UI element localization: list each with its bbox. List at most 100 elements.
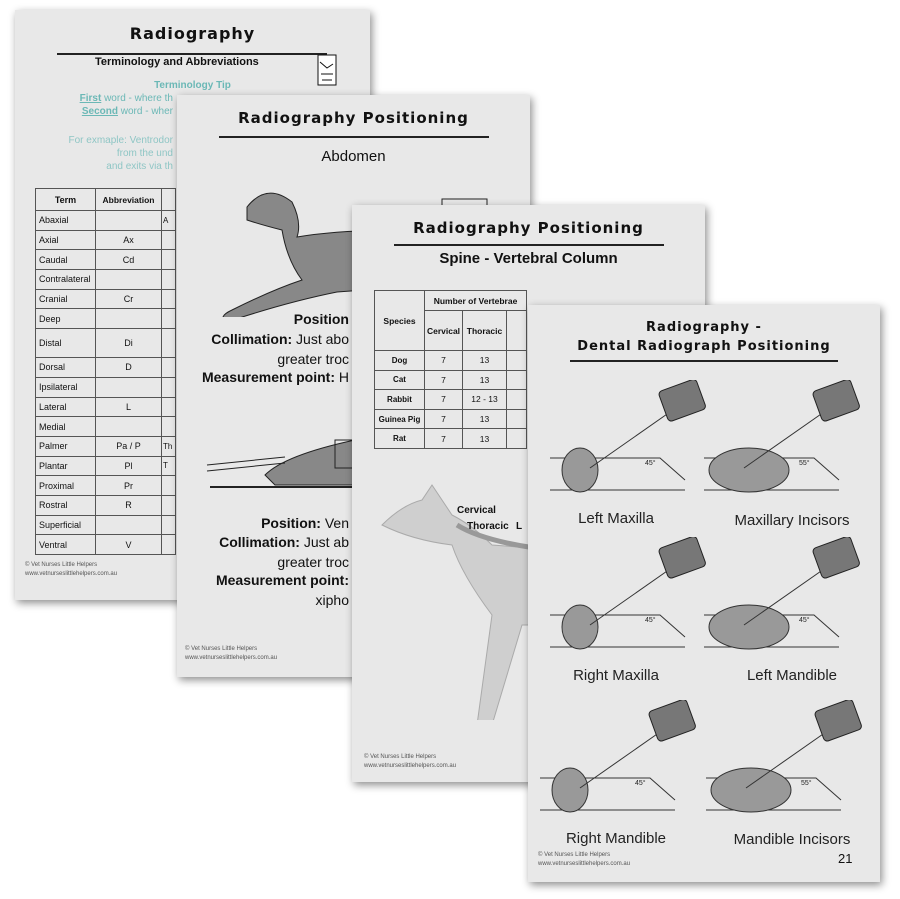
lumbar-label: L bbox=[516, 521, 523, 532]
table-cell: 13 bbox=[462, 408, 507, 430]
table-cell: Di bbox=[95, 328, 162, 359]
table-cell bbox=[161, 396, 176, 418]
table-cell: Rostral bbox=[35, 494, 96, 516]
col-header: Abbreviation bbox=[95, 188, 162, 211]
table-cell bbox=[95, 210, 162, 231]
angle-label: 45° bbox=[799, 616, 810, 624]
table-row: Medial bbox=[35, 416, 176, 437]
tip-second-line: Second word - wher bbox=[15, 106, 173, 117]
collimation-line-2: Collimation: Just ab bbox=[219, 534, 349, 550]
table-cell: Dorsal bbox=[35, 357, 96, 378]
divider bbox=[219, 136, 489, 138]
table-cell: Rabbit bbox=[374, 389, 425, 410]
collimation-cont-1: greater troc bbox=[277, 351, 349, 367]
table-cell: Medial bbox=[35, 416, 96, 437]
table-cell bbox=[161, 416, 176, 437]
dental-view-illustration: 45° bbox=[550, 380, 706, 493]
table-cell: Superficial bbox=[35, 514, 96, 536]
table-cell: 7 bbox=[424, 389, 463, 410]
table-cell: A bbox=[161, 210, 176, 231]
view-label: Left Mandible bbox=[746, 667, 838, 684]
tip-first-line: First word - where th bbox=[15, 93, 173, 104]
cervical-label: Cervical bbox=[457, 505, 496, 516]
angle-label: 45° bbox=[635, 779, 646, 787]
table-cell: 7 bbox=[424, 428, 463, 449]
table-cell bbox=[95, 514, 162, 536]
table-cell: R bbox=[95, 494, 162, 516]
table-cell: Proximal bbox=[35, 475, 96, 496]
table-row: Superficial bbox=[35, 514, 176, 536]
table-cell: Pa / P bbox=[95, 435, 162, 457]
table-cell bbox=[161, 475, 176, 496]
view-label: Maxillary Incisors bbox=[734, 512, 850, 529]
tip-first-text: word - where th bbox=[101, 93, 173, 104]
table-cell: 12 - 13 bbox=[462, 389, 507, 410]
table-cell: Cr bbox=[95, 288, 162, 310]
page-number: 21 bbox=[838, 851, 853, 866]
card-subtitle: Terminology and Abbreviations bbox=[95, 56, 259, 68]
group-header: Number of Vertebrae bbox=[424, 290, 527, 311]
table-cell: Cat bbox=[374, 369, 425, 391]
card-title: Radiography Positioning bbox=[413, 219, 644, 237]
table-cell: Ventral bbox=[35, 534, 96, 555]
table-cell bbox=[161, 514, 176, 536]
table-cell: Pl bbox=[95, 455, 162, 477]
table-cell: 13 bbox=[462, 428, 507, 449]
tip-second: Second bbox=[81, 106, 118, 117]
table-cell: 13 bbox=[462, 369, 507, 391]
table-cell: Abaxial bbox=[35, 210, 96, 231]
table-cell bbox=[161, 534, 176, 555]
divider bbox=[570, 360, 838, 362]
example-line: from the und bbox=[116, 148, 173, 159]
radiograph-icon bbox=[317, 54, 337, 86]
table-cell: Cd bbox=[95, 249, 162, 271]
angle-label: 45° bbox=[645, 616, 656, 624]
table-row: Deep bbox=[35, 308, 176, 330]
table-cell bbox=[161, 269, 176, 290]
tip-title: Terminology Tip bbox=[154, 80, 231, 91]
angle-label: 55° bbox=[799, 459, 810, 467]
table-cell: Rat bbox=[374, 428, 425, 449]
example-line: and exits via th bbox=[106, 161, 173, 172]
col-header: Cervical bbox=[424, 310, 463, 351]
angle-label: 55° bbox=[801, 779, 812, 787]
table-cell bbox=[95, 376, 162, 398]
table-cell bbox=[161, 376, 176, 398]
table-cell: Axial bbox=[35, 229, 96, 251]
table-cell bbox=[161, 308, 176, 330]
col-header: Thoracic bbox=[462, 310, 507, 351]
table-cell: Contralateral bbox=[35, 269, 96, 290]
table-cell bbox=[95, 308, 162, 330]
table-cell: Distal bbox=[35, 328, 96, 359]
card-subtitle: Abdomen bbox=[321, 148, 386, 165]
table-cell: Deep bbox=[35, 308, 96, 330]
table-cell: 7 bbox=[424, 408, 463, 430]
card-title: Radiography Positioning bbox=[238, 109, 469, 127]
card-title: Radiography bbox=[129, 24, 256, 43]
table-row: Ipsilateral bbox=[35, 376, 176, 398]
view-label: Right Maxilla bbox=[573, 667, 659, 684]
table-cell: Caudal bbox=[35, 249, 96, 271]
table-row: Abaxial A bbox=[35, 210, 176, 231]
table-cell: Ipsilateral bbox=[35, 376, 96, 398]
species-header: Species bbox=[374, 290, 425, 351]
table-row: Contralateral bbox=[35, 269, 176, 290]
table-cell bbox=[161, 357, 176, 378]
tip-first: First bbox=[79, 93, 102, 104]
thoracic-label: Thoracic bbox=[467, 521, 509, 532]
